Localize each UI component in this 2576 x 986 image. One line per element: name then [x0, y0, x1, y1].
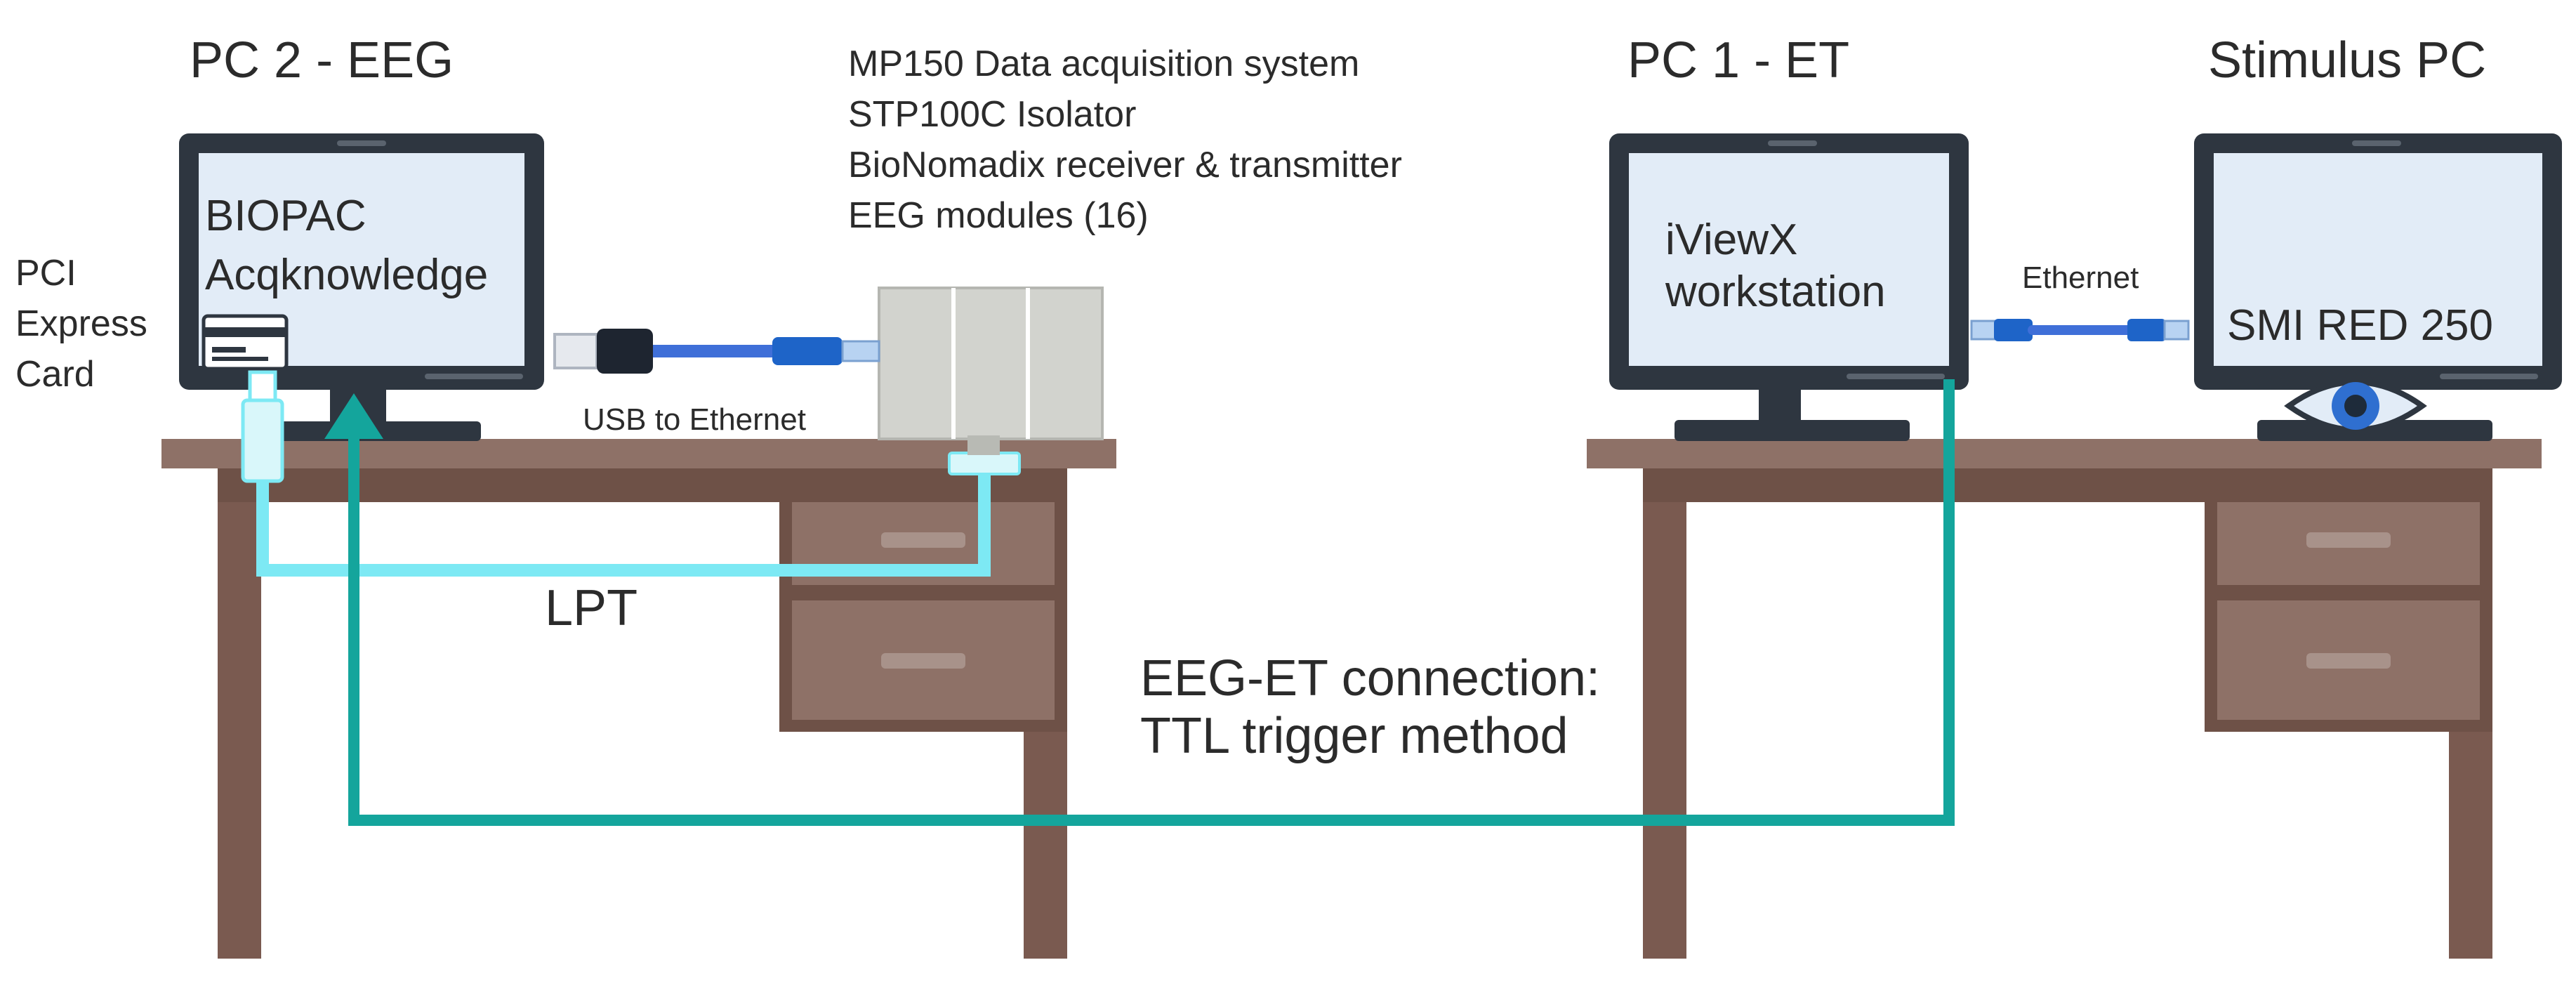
- pci-label-line2: Express: [15, 303, 147, 344]
- et-screen-line1: iViewX: [1665, 216, 1797, 264]
- et-pc-title: PC 1 - ET: [1627, 32, 1849, 88]
- usb-ethernet-cable: [553, 329, 880, 374]
- pci-label-line3: Card: [15, 354, 95, 395]
- hardware-item: EEG modules (16): [848, 195, 1149, 236]
- lpt-label: LPT: [545, 580, 638, 636]
- ttl-cable: [324, 379, 1955, 826]
- stimulus-monitor: [2194, 133, 2562, 441]
- eeg-screen-line1: BIOPAC: [205, 192, 366, 240]
- eeg-screen-line2: Acqknowledge: [205, 251, 488, 299]
- hardware-item: BioNomadix receiver & transmitter: [848, 145, 1402, 185]
- hardware-item: MP150 Data acquisition system: [848, 44, 1359, 84]
- eye-icon: [2284, 379, 2427, 433]
- ethernet-cable: [1970, 319, 2190, 341]
- connection-label-line2: TTL trigger method: [1140, 708, 1568, 764]
- pci-label-line1: PCI: [15, 253, 77, 294]
- right-desk: [1587, 439, 2542, 959]
- left-desk: [161, 439, 1116, 959]
- arrow-up-icon: [324, 393, 383, 439]
- pci-card-icon: [202, 314, 289, 371]
- ethernet-plug-icon: [772, 337, 880, 365]
- connection-label-line1: EEG-ET connection:: [1140, 650, 1600, 706]
- stimulus-screen-label: SMI RED 250: [2227, 301, 2493, 350]
- mp150-modules: [878, 287, 1104, 475]
- hardware-item: STP100C Isolator: [848, 94, 1136, 135]
- et-screen-line2: workstation: [1665, 268, 1886, 316]
- stimulus-pc-title: Stimulus PC: [2208, 32, 2486, 88]
- usb-plug-icon: [553, 329, 653, 374]
- eeg-pc-title: PC 2 - EEG: [190, 32, 454, 88]
- et-monitor: [1609, 133, 1969, 441]
- ethernet-label: Ethernet: [2022, 261, 2139, 295]
- usb-to-ethernet-label: USB to Ethernet: [583, 402, 806, 437]
- lpt-cable: [241, 370, 991, 577]
